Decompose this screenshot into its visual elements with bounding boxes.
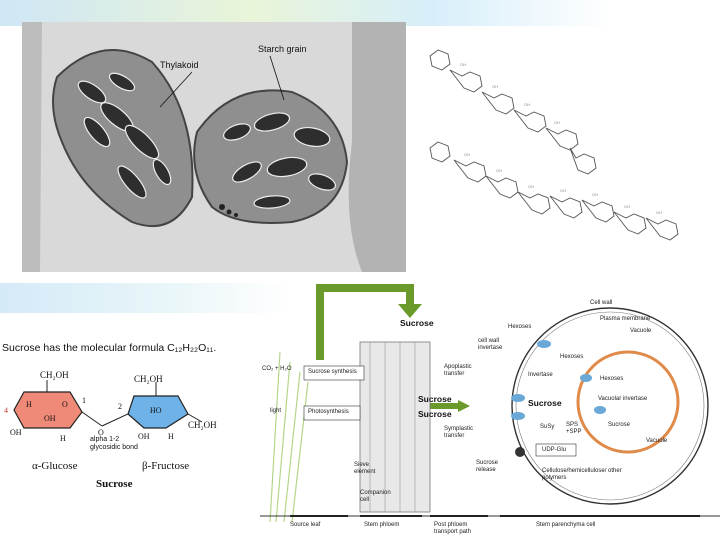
svg-text:OH: OH bbox=[460, 62, 466, 67]
light-label: light bbox=[270, 408, 282, 414]
glucose-o-label: O bbox=[62, 400, 68, 409]
glucose-h-label: H bbox=[26, 400, 32, 409]
glucose-h-bottom-label: H bbox=[60, 434, 66, 443]
glucose-name: α-Glucose bbox=[32, 460, 78, 472]
sucrose-mid-label-2: Sucrose bbox=[418, 409, 452, 419]
sucrose-top-label: Sucrose bbox=[400, 318, 434, 328]
sucrose-mid-label-1: Sucrose bbox=[418, 394, 452, 404]
symplastic-label: Symplastic transfer bbox=[444, 426, 474, 439]
hexoses-vacuole-label: Hexoses bbox=[600, 376, 624, 382]
svg-text:OH: OH bbox=[464, 152, 470, 157]
post-phloem-label: Post phloem transport path bbox=[434, 522, 472, 535]
svg-text:OH: OH bbox=[528, 184, 534, 189]
cell-wall-invertase-label: cell wall invertase bbox=[478, 338, 503, 351]
sps-spp-label: SPS +SPP bbox=[566, 422, 582, 435]
starch-chain-drawing: OH OH OH OH OH OH OH OH OH OH OH bbox=[429, 49, 679, 241]
starch-grain-label: Starch grain bbox=[258, 44, 307, 54]
udp-glu-label: UDP-Glu bbox=[542, 447, 567, 453]
hexoses-label-1: Hexoses bbox=[508, 324, 532, 330]
sucrose-vacuole-label: Sucrose bbox=[608, 422, 631, 428]
sucrose-structure-title: Sucrose bbox=[96, 478, 133, 490]
carbon-2-label: 2 bbox=[118, 402, 122, 411]
sucrose-synthesis-label: Sucrose synthesis bbox=[308, 369, 357, 375]
fructose-oh-label: OH bbox=[138, 432, 150, 441]
carbon-1-label: 1 bbox=[82, 396, 86, 405]
fructose-ho-label: HO bbox=[150, 406, 162, 415]
sucrose-cell-label: Sucrose bbox=[528, 398, 562, 408]
svg-text:OH: OH bbox=[624, 204, 630, 209]
divider-decoration bbox=[0, 283, 290, 313]
fructose-ch2oh-top-label: CH₂OH bbox=[134, 374, 163, 384]
thylakoid-label: Thylakoid bbox=[160, 60, 199, 70]
sucrose-release-label: Sucrose release bbox=[476, 460, 499, 473]
stem-phloem-label: Stem phloem bbox=[364, 522, 400, 528]
susy-label: SuSy bbox=[540, 424, 555, 430]
sucrose-transport-diagram: Sucrose Sucrose Sucrose Sucrose CO₂ + H₂… bbox=[260, 272, 720, 540]
fructose-ch2oh-right-label: CH₂OH bbox=[188, 420, 217, 430]
co2-label: CO₂ + H₂O bbox=[262, 366, 292, 372]
sucrose-formula-caption: Sucrose has the molecular formula C₁₂H₂₂… bbox=[2, 342, 217, 354]
vacuolar-invertase-label: Vacuolar invertase bbox=[598, 396, 648, 402]
fructose-h-label: H bbox=[168, 432, 174, 441]
svg-text:OH: OH bbox=[496, 168, 502, 173]
vacuole-top-label: Vacuole bbox=[630, 328, 652, 334]
sieve-element-label: Sieve element bbox=[354, 462, 376, 475]
svg-text:OH: OH bbox=[656, 210, 662, 215]
alpha-bond-label: alpha 1-2 bbox=[90, 436, 120, 443]
micrograph-image bbox=[22, 22, 406, 272]
header-decoration bbox=[0, 0, 720, 26]
carbon-4-label: 4 bbox=[4, 406, 8, 415]
glucose-oh-bottom-label: OH bbox=[10, 428, 22, 437]
svg-text:OH: OH bbox=[524, 102, 530, 107]
chloroplast-micrograph: Thylakoid Starch grain bbox=[22, 22, 406, 272]
starch-chain-structure: OH OH OH OH OH OH OH OH OH OH OH bbox=[420, 36, 700, 256]
glucose-ch2oh-label: CH₂OH bbox=[40, 370, 69, 380]
sucrose-structure: CH₂OH CH₂OH CH₂OH H O OH OH H HO OH H O … bbox=[2, 366, 232, 496]
svg-text:OH: OH bbox=[560, 188, 566, 193]
glucose-oh-label: OH bbox=[44, 414, 56, 423]
hexoses-label-2: Hexoses bbox=[560, 354, 584, 360]
svg-text:OH: OH bbox=[492, 84, 498, 89]
polymers-label: Cellulose/hemicellulose/ other polymers bbox=[542, 468, 622, 481]
glycosidic-bond-label: glycosidic bond bbox=[90, 444, 138, 451]
transport-drawing bbox=[260, 284, 720, 523]
bridge-o-label: O bbox=[98, 428, 104, 437]
companion-cell-label: Companion cell bbox=[360, 490, 391, 503]
fructose-name: β-Fructose bbox=[142, 460, 190, 472]
photosynthesis-label: Photosynthesis bbox=[308, 409, 349, 415]
stem-parenchyma-label: Stem parenchyma cell bbox=[536, 522, 596, 528]
svg-text:OH: OH bbox=[554, 120, 560, 125]
invertase-label: Invertase bbox=[528, 372, 553, 378]
vacuole-bottom-label: Vacuole bbox=[646, 438, 668, 444]
plasma-membrane-label: Plasma membrane bbox=[600, 316, 651, 322]
apoplastic-label: Apoplastic transfer bbox=[444, 364, 472, 377]
sucrose-rings bbox=[13, 380, 203, 429]
svg-text:OH: OH bbox=[592, 192, 598, 197]
cell-wall-label: Cell wall bbox=[590, 300, 613, 306]
source-leaf-label: Source leaf bbox=[290, 522, 321, 528]
